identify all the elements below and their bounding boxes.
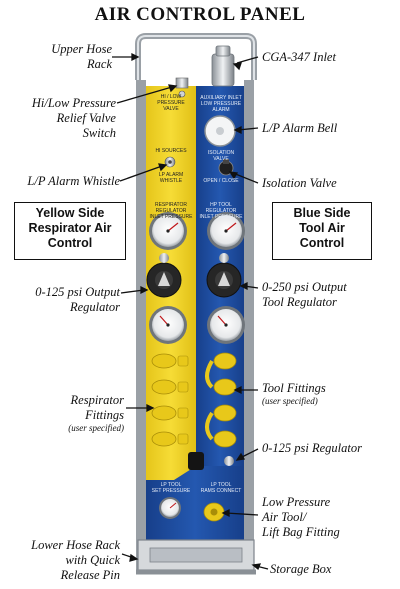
psi-regulator-knob[interactable] <box>188 452 234 470</box>
right-frame-rail <box>244 80 254 572</box>
tool-inlet-gauge <box>207 212 245 250</box>
blue-isolation-plate: OPEN / CLOSE <box>203 178 239 184</box>
alarm-whistle-icon <box>164 156 176 168</box>
label-psi-regulator: 0-125 psi Regulator <box>262 441 362 455</box>
tool-output-regulator[interactable] <box>206 253 242 298</box>
storage-box[interactable] <box>137 539 255 571</box>
respirator-fittings[interactable] <box>151 353 189 447</box>
alarm-bell <box>204 115 236 147</box>
label-tool-fittings-note: (user specified) <box>262 396 318 406</box>
tool-output-gauge <box>207 306 245 344</box>
lift-bag-fitting[interactable] <box>203 502 225 522</box>
label-storage-box: Storage Box <box>270 562 332 576</box>
respirator-output-gauge <box>149 306 187 344</box>
page-title: AIR CONTROL PANEL <box>94 4 306 25</box>
respirator-inlet-gauge <box>149 212 187 250</box>
label-isolation-valve: Isolation Valve <box>262 176 337 190</box>
left-frame-rail <box>136 80 146 572</box>
tool-fittings[interactable] <box>205 352 237 448</box>
respirator-output-regulator[interactable] <box>146 253 182 298</box>
label-alarm-bell: L/P Alarm Bell <box>262 121 338 135</box>
label-alarm-whistle: L/P Alarm Whistle <box>27 174 120 188</box>
leader-arrows <box>112 52 269 571</box>
relief-valve-switch[interactable] <box>175 77 189 98</box>
yellow-sources-plate: HI SOURCES <box>155 148 187 154</box>
label-tool-fittings: Tool Fittings (user specified) <box>262 381 392 407</box>
upper-hose-rack <box>135 33 257 80</box>
label-cga-inlet: CGA-347 Inlet <box>262 50 336 64</box>
label-respirator-fittings-note: (user specified) <box>68 423 124 433</box>
lp-tool-gauge <box>159 497 181 519</box>
lower-blue-section <box>146 466 244 540</box>
cga-347-inlet <box>211 45 235 87</box>
